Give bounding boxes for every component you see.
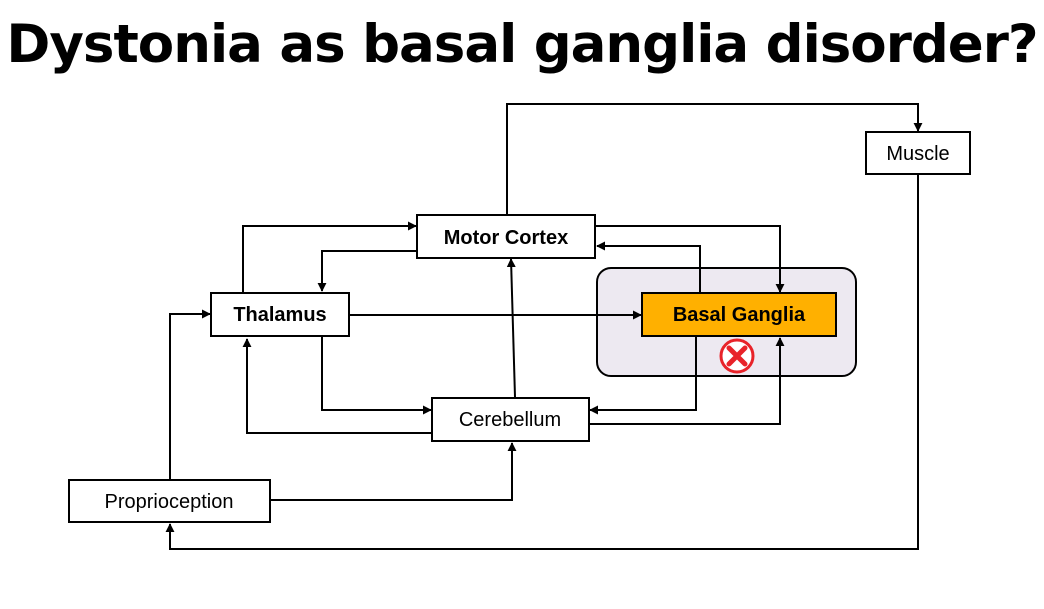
edge-basal-ganglia-to-cerebellum [589, 336, 697, 415]
edge-proprioception-to-cerebellum [271, 442, 517, 501]
edge-motor-cortex-to-basal-ganglia [595, 225, 785, 293]
node-basal-ganglia-label: Basal Ganglia [673, 304, 806, 326]
page-title: Dystonia as basal ganglia disorder? [6, 14, 1038, 75]
node-basal-ganglia: Basal Ganglia [641, 292, 837, 337]
edge-cerebellum-to-basal-ganglia [590, 337, 785, 425]
edge-cerebellum-to-thalamus [242, 338, 431, 434]
edge-muscle-to-proprioception [165, 175, 919, 550]
node-thalamus: Thalamus [210, 292, 350, 337]
node-thalamus-label: Thalamus [233, 304, 326, 326]
node-muscle-label: Muscle [886, 143, 949, 165]
edge-motor-cortex-to-muscle [506, 103, 923, 215]
cross-circle-icon [719, 338, 755, 374]
node-cerebellum-label: Cerebellum [459, 409, 561, 431]
node-proprioception: Proprioception [68, 479, 271, 523]
edge-cerebellum-to-motor-cortex [506, 258, 516, 398]
node-motor-cortex-label: Motor Cortex [444, 227, 568, 249]
node-motor-cortex: Motor Cortex [416, 214, 596, 259]
edge-basal-ganglia-to-motor-cortex [596, 241, 701, 293]
node-muscle: Muscle [865, 131, 971, 175]
edge-thalamus-to-cerebellum [321, 337, 432, 415]
node-proprioception-label: Proprioception [105, 491, 234, 513]
edge-proprioception-to-thalamus [169, 309, 211, 480]
node-cerebellum: Cerebellum [431, 397, 590, 442]
edge-motor-cortex-to-thalamus [317, 250, 416, 292]
edge-thalamus-to-motor-cortex [242, 221, 417, 293]
